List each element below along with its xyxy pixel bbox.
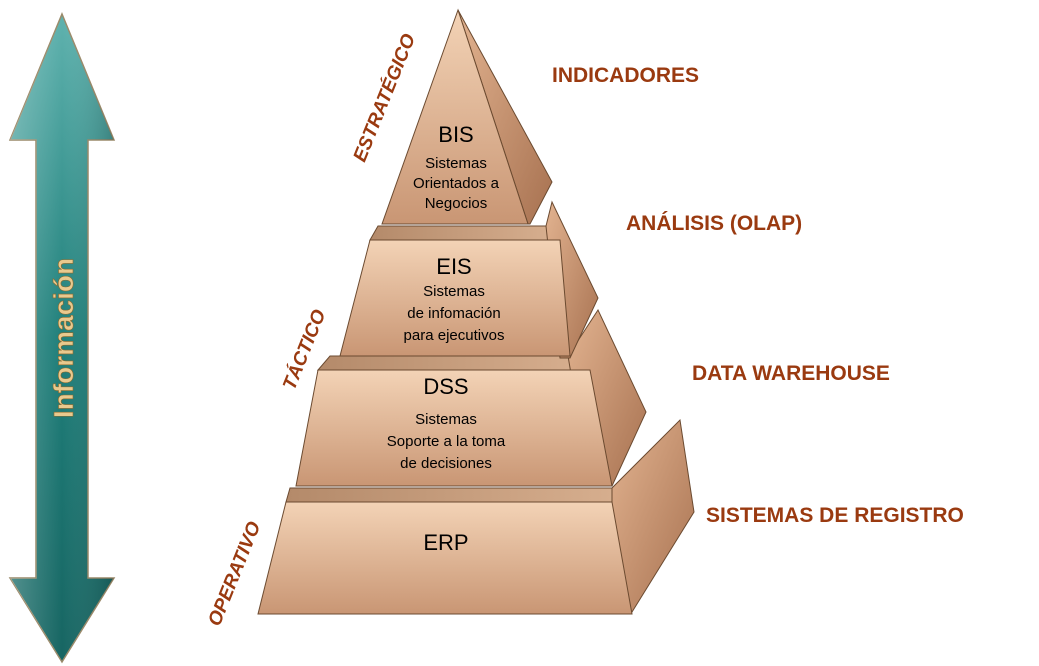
eis-front-face bbox=[339, 239, 571, 357]
dss-title: DSS bbox=[423, 374, 468, 399]
arrow-label: Información bbox=[48, 258, 79, 418]
bis-desc-line-3: Negocios bbox=[425, 195, 488, 212]
dss-front-face bbox=[295, 369, 613, 487]
level-label-operational: OPERATIVO bbox=[204, 519, 265, 630]
eis-desc-line-2: de infomación bbox=[407, 305, 500, 322]
information-arrow: Información bbox=[8, 12, 116, 664]
level-label-strategic: ESTRATÉGICO bbox=[349, 30, 420, 164]
bis-desc-line-1: Sistemas bbox=[425, 155, 487, 172]
erp-front-face bbox=[257, 501, 633, 615]
tier-dss: DSS Sistemas Soporte a la toma de decisi… bbox=[295, 308, 647, 487]
eis-desc-line-3: para ejecutivos bbox=[404, 327, 505, 344]
bis-title: BIS bbox=[438, 122, 473, 147]
side-label-indicadores: INDICADORES bbox=[552, 64, 699, 87]
erp-top-face bbox=[285, 487, 634, 503]
bis-front-face bbox=[381, 8, 529, 225]
eis-desc-line-1: Sistemas bbox=[423, 283, 485, 300]
eis-title: EIS bbox=[436, 254, 471, 279]
dss-top-face bbox=[316, 355, 592, 371]
dss-desc-line-1: Sistemas bbox=[415, 411, 477, 428]
tier-bis: BIS Sistemas Orientados a Negocios bbox=[381, 8, 553, 225]
tier-erp: ERP bbox=[257, 418, 695, 615]
side-label-sistemas-registro: SISTEMAS DE REGISTRO bbox=[706, 504, 964, 527]
side-label-data-warehouse: DATA WAREHOUSE bbox=[692, 362, 890, 385]
side-label-analisis: ANÁLISIS (OLAP) bbox=[626, 212, 802, 235]
erp-title: ERP bbox=[423, 530, 468, 555]
dss-desc-line-2: Soporte a la toma bbox=[387, 433, 506, 450]
eis-top-face bbox=[369, 225, 562, 241]
bis-desc-line-2: Orientados a bbox=[413, 175, 500, 192]
tier-eis: EIS Sistemas de infomación para ejecutiv… bbox=[339, 200, 599, 359]
dss-desc-line-3: de decisiones bbox=[400, 455, 492, 472]
double-arrow-highlight bbox=[10, 14, 114, 662]
